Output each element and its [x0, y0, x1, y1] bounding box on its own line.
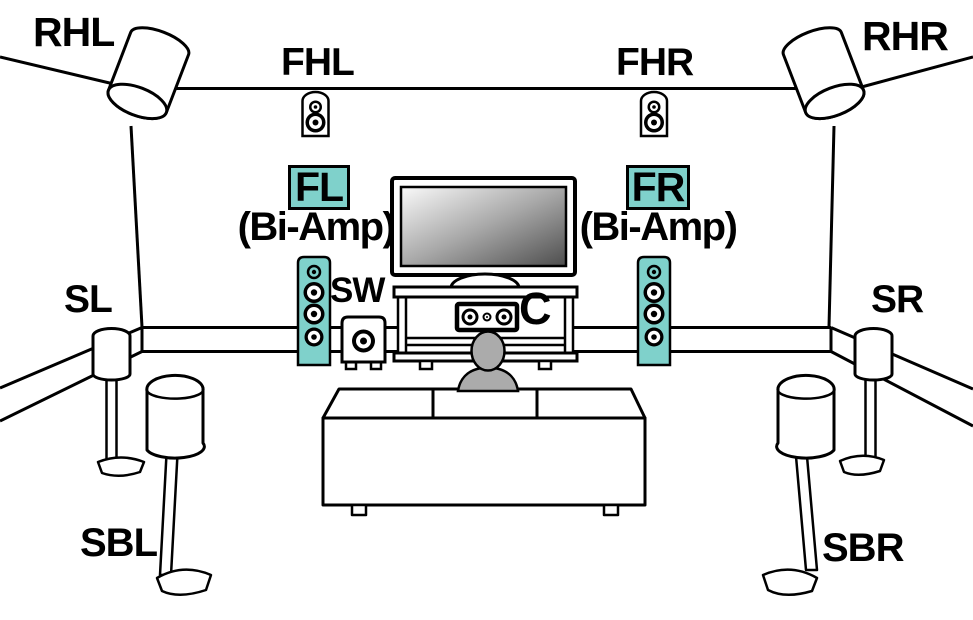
sofa [321, 387, 647, 517]
front-left-tower-speaker [296, 255, 332, 367]
front-right-tower-speaker [636, 255, 672, 367]
label-subwoofer: SW [330, 271, 385, 310]
label-center: C [519, 283, 551, 334]
label-rear-height-left: RHL [33, 9, 115, 55]
listener-person [456, 330, 520, 393]
label-front-right-biamp-note: (Bi-Amp) [579, 205, 738, 249]
subwoofer-speaker [340, 315, 387, 371]
label-front-left-highlight: FL [288, 164, 350, 210]
front-height-right-speaker [639, 90, 669, 138]
surround-back-right-speaker [761, 373, 836, 596]
surround-back-left-speaker [145, 373, 213, 596]
label-front-right: FR [631, 164, 686, 210]
rear-height-left-speaker [106, 26, 191, 121]
label-front-height-right: FHR [616, 41, 694, 84]
label-front-height-left: FHL [281, 41, 355, 84]
label-surround-left: SL [64, 278, 113, 321]
tv-screen [399, 185, 568, 268]
surround-left-speaker [91, 327, 146, 477]
center-speaker [454, 301, 520, 333]
surround-right-speaker [838, 327, 894, 476]
label-front-right-highlight: FR [626, 164, 690, 210]
tv [390, 176, 577, 290]
label-rear-height-right: RHR [862, 13, 949, 59]
label-surround-back-left: SBL [80, 521, 158, 565]
label-surround-back-right: SBR [822, 526, 904, 570]
tv-stand-base [449, 272, 521, 290]
label-front-left: FL [294, 164, 344, 210]
label-surround-right: SR [871, 278, 924, 321]
label-front-left-biamp-note: (Bi-Amp) [237, 205, 396, 249]
front-height-left-speaker [301, 90, 330, 138]
rear-height-right-speaker [781, 26, 866, 121]
